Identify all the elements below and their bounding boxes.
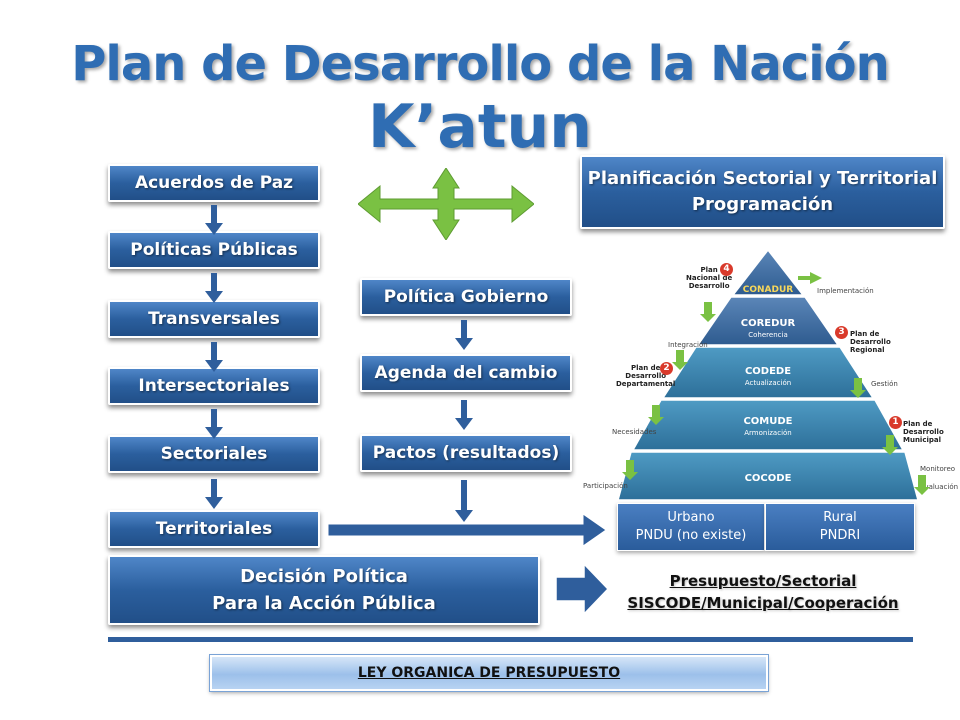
plan-number-badge: 4 (720, 263, 733, 276)
cycle-arrows-icon (622, 272, 930, 495)
step-participacion: Participación (583, 482, 628, 490)
urbano-line-1: Urbano (667, 510, 715, 525)
box-acuerdos-de-paz: Acuerdos de Paz (108, 164, 320, 202)
down-arrow-icon (205, 205, 223, 235)
down-arrow-icon (205, 273, 223, 303)
box-agenda-del-cambio: Agenda del cambio (360, 354, 572, 392)
down-arrow-icon (205, 479, 223, 509)
box-politica-gobierno: Política Gobierno (360, 278, 572, 316)
step-integracion: Integración (668, 341, 708, 349)
planificacion-line-1: Planificación Sectorial y Territorial (587, 168, 938, 189)
budget-text: Presupuesto/Sectorial SISCODE/Municipal/… (608, 570, 918, 614)
box-rural: Rural PNDRI (765, 503, 915, 551)
level-coredur: COREDUR (740, 318, 796, 329)
title-line-2: K’atun (368, 92, 592, 162)
plan-number-badge: 1 (889, 416, 902, 429)
box-transversales: Transversales (108, 300, 320, 338)
decision-line-2: Para la Acción Pública (212, 593, 436, 614)
down-arrow-icon (205, 409, 223, 439)
down-arrow-icon (205, 342, 223, 372)
box-urbano: Urbano PNDU (no existe) (617, 503, 765, 551)
plan-number-badge: 3 (835, 326, 848, 339)
title-line-1: Plan de Desarrollo de la Nación (71, 36, 890, 92)
level-codede-sub: Actualización (744, 379, 792, 387)
down-arrow-icon (455, 480, 473, 522)
separator-line (108, 637, 913, 642)
down-arrow-icon (455, 320, 473, 350)
box-planificacion: Planificación Sectorial y Territorial Pr… (580, 155, 945, 229)
urbano-line-2: PNDU (no existe) (635, 528, 747, 543)
level-comude: COMUDE (743, 416, 793, 427)
rural-line-2: PNDRI (819, 528, 861, 543)
level-comude-sub: Armonización (744, 429, 792, 437)
planificacion-line-2: Programación (691, 194, 834, 215)
decision-line-1: Decisión Política (240, 566, 408, 587)
down-arrow-icon (455, 400, 473, 430)
box-decision-politica: Decisión Política Para la Acción Pública (108, 555, 540, 625)
budget-line-1: Presupuesto/Sectorial (669, 572, 857, 590)
level-conadur: CONADUR (742, 285, 794, 295)
step-necesidades: Necesidades (612, 428, 657, 436)
box-territoriales: Territoriales (108, 510, 320, 548)
four-way-arrow-icon (358, 168, 534, 240)
level-codede: CODEDE (744, 366, 792, 377)
level-cocode: COCODE (744, 473, 792, 484)
box-intersectoriales: Intersectoriales (108, 367, 320, 405)
step-implementacion: Implementación (817, 287, 874, 295)
right-arrow-icon (328, 513, 607, 547)
box-sectoriales: Sectoriales (108, 435, 320, 473)
rural-line-1: Rural (823, 510, 857, 525)
block-right-arrow-icon (556, 562, 608, 616)
box-ley-organica: LEY ORGANICA DE PRESUPUESTO (209, 654, 769, 692)
plan-number-badge: 2 (660, 362, 673, 375)
box-pactos-resultados: Pactos (resultados) (360, 434, 572, 472)
step-gestion: Gestión (871, 380, 898, 388)
budget-line-2: SISCODE/Municipal/Cooperación (627, 594, 899, 612)
level-coredur-sub: Coherencia (748, 331, 788, 339)
